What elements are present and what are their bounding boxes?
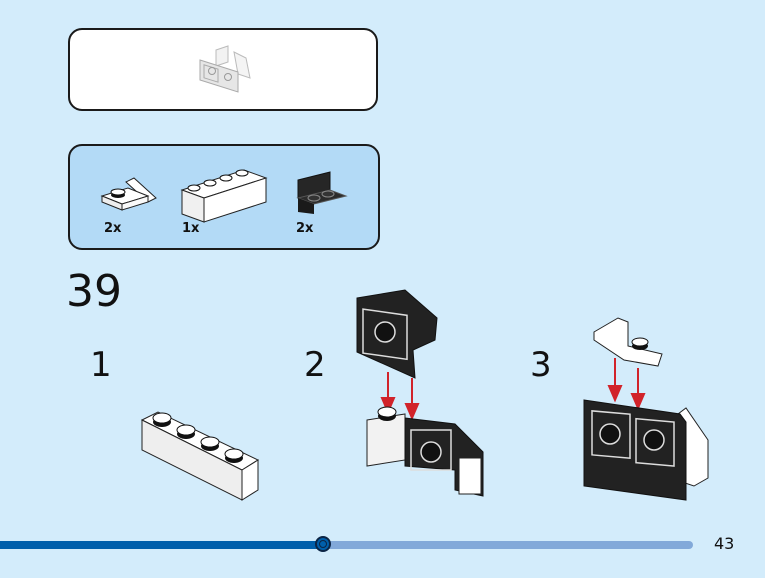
white-brick-1x4-icon xyxy=(180,169,268,223)
page-number: 43 xyxy=(714,534,735,553)
step-number: 39 xyxy=(66,266,122,317)
final-assembly-illustration xyxy=(583,317,709,501)
parts-list: 2x 1x 2x xyxy=(68,144,380,250)
part-qty: 1x xyxy=(182,221,200,236)
red-arrow-icon xyxy=(607,358,646,411)
sub-assembly-callout xyxy=(68,28,378,111)
sub-step-number: 3 xyxy=(530,345,552,385)
black-bracket-icon xyxy=(296,171,348,214)
bracket-attach-illustration xyxy=(356,289,484,497)
progress-bar-filled xyxy=(0,541,323,549)
white-slope-bracket-icon xyxy=(100,177,157,211)
part-qty: 2x xyxy=(296,221,314,236)
sub-assembly-preview-icon xyxy=(199,45,251,93)
sub-step-number: 1 xyxy=(90,345,112,385)
red-arrow-icon xyxy=(380,372,420,421)
part-qty: 2x xyxy=(104,221,122,236)
brick-1x4-icon xyxy=(140,411,260,501)
sub-step-number: 2 xyxy=(304,345,326,385)
progress-bar-remaining xyxy=(323,541,693,549)
progress-knob xyxy=(315,536,331,552)
